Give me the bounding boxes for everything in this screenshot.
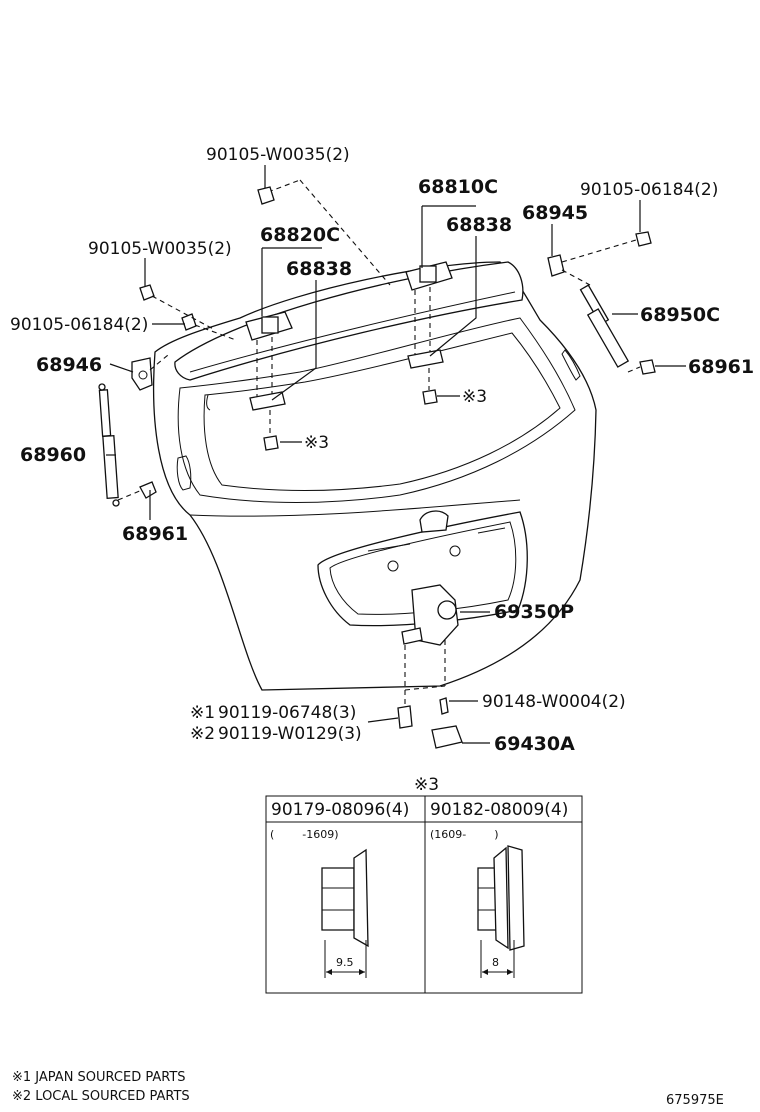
label-lock: 69350P [494,601,574,623]
label-bolt-right-top: 90105-06184(2) [580,180,718,200]
label-stay-bracket-right: 68945 [522,202,588,224]
detail-right-dim: 8 [492,956,499,969]
lock-assembly [397,584,463,749]
label-bolt-local: 90119-W0129(3) [218,724,362,744]
right-hinge-assembly [405,261,453,405]
back-door-panel [153,261,597,691]
detail-right-range: (1609- ) [430,828,499,841]
part-labels: 90105-W0035(2) 68810C 68838 90105-06184(… [10,145,754,755]
detail-title: ※3 [414,775,439,795]
label-hinge-right: 68810C [418,176,498,198]
leader-lines [106,165,686,744]
label-hinge-right-cover: 68838 [446,214,512,236]
label-bolt-top-center: 90105-W0035(2) [206,145,350,165]
detail-right-part: 90182-08009(4) [430,800,568,820]
label-striker: 69430A [494,733,575,755]
flange-nut-left-drawing: 9.5 [321,848,369,978]
label-bolt-left-upper: 90105-W0035(2) [88,239,232,259]
label-bolt-japan: 90119-06748(3) [218,703,356,723]
label-hinge-left-cover: 68838 [286,258,352,280]
label-bolt-left-lower: 90105-06184(2) [10,315,148,335]
label-bolt-japan-mark: ※1 [190,703,215,723]
label-nut-mark-1: ※3 [462,387,487,407]
label-stay-right: 68950C [640,304,720,326]
label-stay-bracket-left: 68946 [36,354,102,376]
flange-nut-right-drawing: 8 [477,845,525,978]
footnote-japan: ※1 JAPAN SOURCED PARTS [12,1070,186,1085]
label-stay-left: 68960 [20,444,86,466]
label-bolt-local-mark: ※2 [190,724,215,744]
right-stay-assembly [547,231,656,375]
label-nut-mark-2: ※3 [304,433,329,453]
nut-detail-box: ※3 90179-08096(4) 90182-08009(4) ( -1609… [265,775,583,994]
footnote-local: ※2 LOCAL SOURCED PARTS [12,1089,190,1104]
detail-left-dim: 9.5 [336,956,354,969]
label-nut-left: 68961 [122,523,188,545]
label-screw: 90148-W0004(2) [482,692,626,712]
detail-left-part: 90179-08096(4) [271,800,409,820]
left-stay-assembly [98,284,237,507]
label-hinge-left: 68820C [260,224,340,246]
detail-left-range: ( -1609) [270,828,339,841]
label-nut-right: 68961 [688,356,754,378]
figure-id: 675975E [666,1093,724,1108]
